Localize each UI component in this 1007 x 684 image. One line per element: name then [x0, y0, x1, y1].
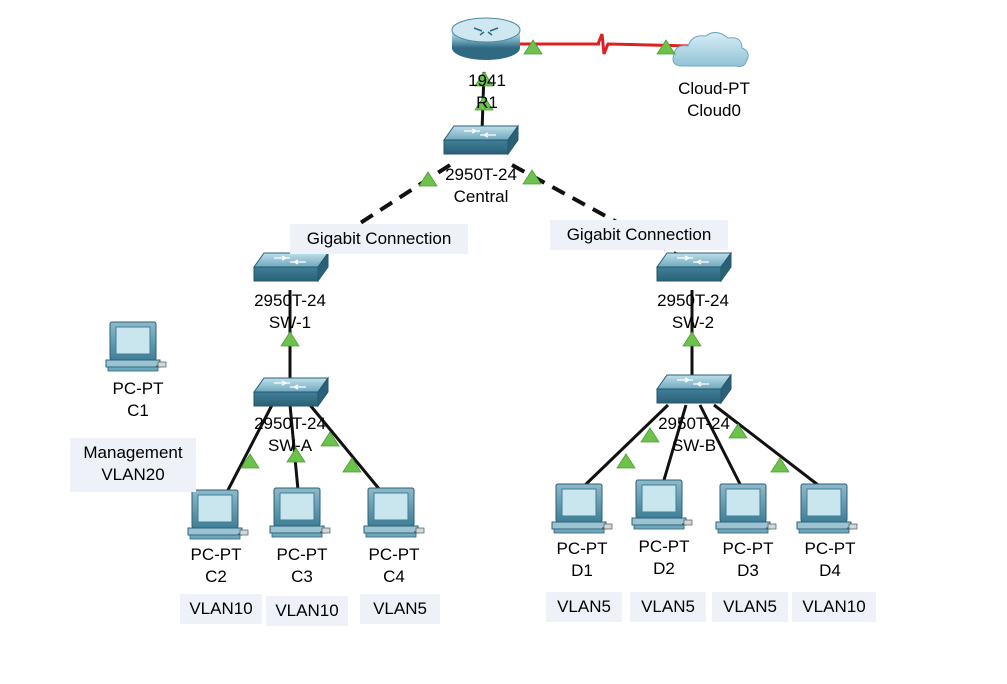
- device-label-swb: 2950T-24 SW-B: [642, 413, 746, 457]
- device-label-swa: 2950T-24 SW-A: [238, 413, 342, 457]
- pc-icon-d2[interactable]: [631, 479, 693, 530]
- device-label-d4: PC-PT D4: [792, 538, 868, 582]
- port-up-icon: [280, 331, 300, 347]
- device-label-d1: PC-PT D1: [544, 538, 620, 582]
- device-name: C3: [291, 567, 313, 586]
- device-model: PC-PT: [556, 539, 608, 558]
- device-model: 2950T-24: [658, 414, 730, 433]
- link-swa-c4: [308, 404, 382, 491]
- pc-icon-d1[interactable]: [551, 483, 613, 534]
- note-line: VLAN20: [101, 465, 165, 484]
- switch-icon-central[interactable]: [443, 125, 519, 155]
- device-name: D4: [819, 561, 841, 580]
- device-label-c2: PC-PT C2: [178, 544, 254, 588]
- device-label-sw1: 2950T-24 SW-1: [238, 290, 342, 334]
- link-swb-d3: [698, 404, 744, 489]
- device-name: C1: [127, 401, 149, 420]
- note-management-vlan[interactable]: Management VLAN20: [70, 438, 196, 492]
- pc-icon-c2[interactable]: [187, 489, 249, 540]
- pc-icon-c3[interactable]: [269, 487, 331, 538]
- note-vlan-c3[interactable]: VLAN10: [266, 596, 348, 626]
- note-gigabit-left[interactable]: Gigabit Connection: [290, 224, 468, 254]
- note-line: Management: [83, 443, 183, 462]
- link-serial-zigzag: [596, 33, 691, 55]
- device-model: PC-PT: [722, 539, 774, 558]
- device-label-central: 2950T-24 Central: [428, 164, 534, 208]
- link-swa-c2: [226, 404, 274, 491]
- link-swa-c3: [288, 404, 300, 491]
- device-name: Cloud0: [687, 101, 741, 120]
- note-vlan-d3[interactable]: VLAN5: [712, 592, 788, 622]
- note-vlan-d4[interactable]: VLAN10: [792, 592, 876, 622]
- link-swb-d1: [580, 403, 670, 490]
- link-swb-d4: [713, 403, 823, 490]
- port-up-icon: [682, 331, 702, 347]
- device-model: PC-PT: [368, 545, 420, 564]
- device-model: Cloud-PT: [678, 79, 750, 98]
- pc-icon-c4[interactable]: [363, 487, 425, 538]
- switch-icon-swa[interactable]: [253, 377, 329, 407]
- device-model: PC-PT: [276, 545, 328, 564]
- port-up-icon: [616, 453, 636, 469]
- cloud-icon[interactable]: [672, 32, 749, 67]
- device-label-c3: PC-PT C3: [264, 544, 340, 588]
- device-model: PC-PT: [112, 379, 164, 398]
- switch-icon-sw2[interactable]: [656, 252, 732, 282]
- device-name: Central: [453, 187, 509, 206]
- device-model: PC-PT: [804, 539, 856, 558]
- device-name: C2: [205, 567, 227, 586]
- pc-icon-c1[interactable]: [105, 321, 167, 372]
- device-label-d2: PC-PT D2: [626, 536, 702, 580]
- switch-icon-sw1[interactable]: [253, 252, 329, 282]
- device-name: SW-2: [671, 313, 715, 332]
- device-name: C4: [383, 567, 405, 586]
- device-label-c1: PC-PT C1: [100, 378, 176, 422]
- note-vlan-c4[interactable]: VLAN5: [360, 594, 440, 624]
- device-label-c4: PC-PT C4: [356, 544, 432, 588]
- device-name: R1: [476, 93, 498, 112]
- device-model: PC-PT: [638, 537, 690, 556]
- device-model: PC-PT: [190, 545, 242, 564]
- device-model: 2950T-24: [254, 291, 326, 310]
- device-label-cloud0: Cloud-PT Cloud0: [660, 78, 768, 122]
- device-name: D3: [737, 561, 759, 580]
- switch-icon-swb[interactable]: [656, 374, 732, 404]
- pc-icon-d4[interactable]: [796, 483, 858, 534]
- link-swb-d2: [662, 404, 688, 481]
- device-model: 2950T-24: [445, 165, 517, 184]
- device-name: D2: [653, 559, 675, 578]
- device-model: 1941: [468, 71, 506, 90]
- note-vlan-c2[interactable]: VLAN10: [180, 594, 262, 624]
- device-label-d3: PC-PT D3: [710, 538, 786, 582]
- router-icon[interactable]: [451, 17, 521, 60]
- device-name: D1: [571, 561, 593, 580]
- device-name: SW-B: [671, 436, 717, 455]
- device-label-r1: 1941 R1: [455, 70, 519, 114]
- port-up-icon: [523, 39, 543, 55]
- note-vlan-d2[interactable]: VLAN5: [630, 592, 706, 622]
- device-model: 2950T-24: [254, 414, 326, 433]
- note-gigabit-right[interactable]: Gigabit Connection: [550, 220, 728, 250]
- pc-icon-d3[interactable]: [715, 483, 777, 534]
- device-label-sw2: 2950T-24 SW-2: [641, 290, 745, 334]
- device-name: SW-1: [268, 313, 312, 332]
- note-vlan-d1[interactable]: VLAN5: [546, 592, 622, 622]
- device-name: SW-A: [267, 436, 313, 455]
- device-model: 2950T-24: [657, 291, 729, 310]
